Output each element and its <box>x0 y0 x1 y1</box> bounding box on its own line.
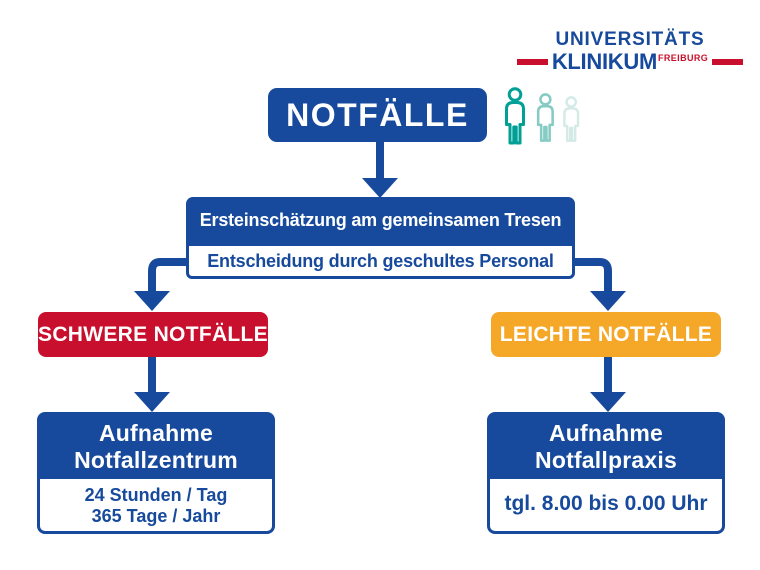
node-triage: Ersteinschätzung am gemeinsamen Tresen E… <box>186 197 575 279</box>
notfallpraxis-hours: tgl. 8.00 bis 0.00 Uhr <box>487 479 725 534</box>
logo-freiburg: FREIBURG <box>657 52 709 63</box>
notfallzentrum-hours: 24 Stunden / Tag 365 Tage / Jahr <box>37 479 275 534</box>
uniklinik-freiburg-logo: UNIVERSITÄTS KLINIKUM FREIBURG <box>516 29 744 73</box>
arrowhead-icon <box>134 291 170 311</box>
dest-title-line: Aufnahme <box>98 420 214 446</box>
node-schwere-notfaelle: SCHWERE NOTFÄLLE <box>38 312 268 357</box>
arrow-triage-to-severe <box>148 258 190 293</box>
arrowhead-icon <box>590 392 626 412</box>
node-notfallpraxis: Aufnahme Notfallpraxis tgl. 8.00 bis 0.0… <box>487 412 725 534</box>
triage-sub-label: Entscheidung durch geschultes Personal <box>186 243 575 279</box>
logo-klinikum: KLINIKUM <box>551 48 657 74</box>
hours-line: 365 Tage / Jahr <box>91 506 221 526</box>
hours-line: tgl. 8.00 bis 0.00 Uhr <box>504 492 708 515</box>
dest-title-line: Notfallzentrum <box>74 447 238 473</box>
dest-title-line: Notfallpraxis <box>535 447 677 473</box>
arrowhead-icon <box>362 178 398 198</box>
patient-icon <box>505 87 525 145</box>
notfallpraxis-title: Aufnahme Notfallpraxis <box>487 412 725 479</box>
notfallzentrum-title: Aufnahme Notfallzentrum <box>37 412 275 479</box>
triage-header-label: Ersteinschätzung am gemeinsamen Tresen <box>186 197 575 243</box>
node-leichte-notfaelle: LEICHTE NOTFÄLLE <box>491 312 721 357</box>
arrowhead-icon <box>134 392 170 412</box>
logo-klinikum-row: KLINIKUM FREIBURG <box>516 48 744 74</box>
node-notfallzentrum: Aufnahme Notfallzentrum 24 Stunden / Tag… <box>37 412 275 534</box>
node-notfaelle: NOTFÄLLE <box>268 88 487 142</box>
patient-icon <box>536 93 554 142</box>
dest-title-line: Aufnahme <box>548 420 664 446</box>
logo-universitaets: UNIVERSITÄTS <box>555 29 705 50</box>
arrowhead-icon <box>590 291 626 311</box>
arrow-triage-to-mild <box>570 258 612 293</box>
logo-left-bar <box>516 58 548 65</box>
three-patients-icon <box>505 87 580 145</box>
hours-line: 24 Stunden / Tag <box>84 485 228 505</box>
logo-right-bar <box>712 58 744 65</box>
patient-icon <box>563 96 580 143</box>
